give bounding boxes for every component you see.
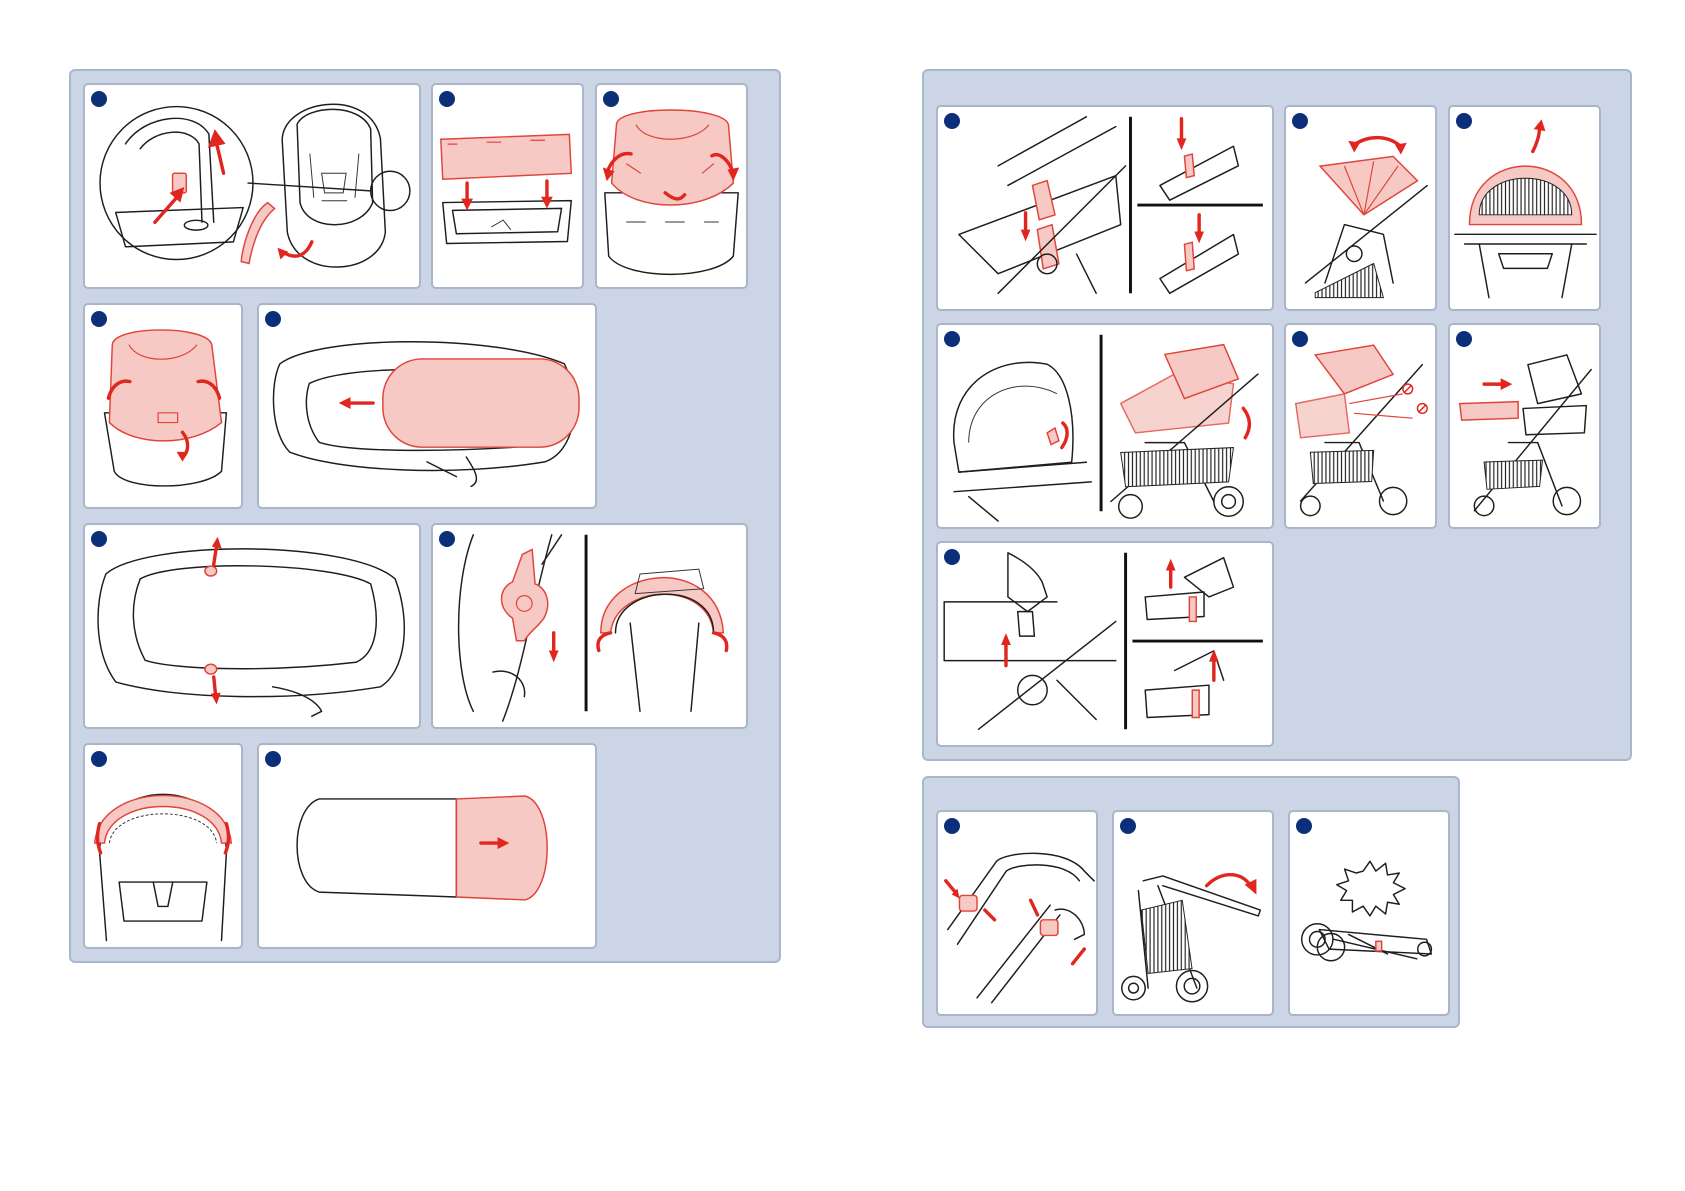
step-marker <box>1296 818 1312 834</box>
down-arrow-icon <box>1021 213 1031 241</box>
step-marker <box>439 91 455 107</box>
step-marker <box>944 549 960 565</box>
step-card-l2 <box>431 83 584 289</box>
mattress-slide-icon <box>259 305 595 507</box>
step-card-r1 <box>936 105 1274 311</box>
step-marker <box>1456 331 1472 347</box>
step-marker <box>91 751 107 767</box>
step-marker <box>944 818 960 834</box>
canopy-zip-icon <box>938 325 1272 527</box>
carrycot-mount-icon <box>1450 325 1599 527</box>
step-card-l7 <box>431 523 748 729</box>
canopy-open-icon <box>1450 107 1599 309</box>
step-marker <box>944 331 960 347</box>
hood-clip-icon <box>433 525 746 727</box>
hood-release-icon <box>598 569 727 711</box>
step-marker <box>1292 113 1308 129</box>
step-marker <box>1120 818 1136 834</box>
step-card-r9 <box>1112 810 1274 1016</box>
clip-arrow-icon <box>205 537 222 705</box>
step-card-r2 <box>1284 105 1437 311</box>
step-card-r7 <box>936 541 1274 747</box>
fold-button-icon <box>938 812 1096 1014</box>
seat-angle-icon <box>1286 325 1435 527</box>
step-marker <box>1456 113 1472 129</box>
step-marker <box>91 311 107 327</box>
step-card-l4 <box>83 303 243 509</box>
step-marker <box>603 91 619 107</box>
step-card-r3 <box>1448 105 1601 311</box>
step-card-r8 <box>936 810 1098 1016</box>
step-card-l6 <box>83 523 421 729</box>
step-card-r6 <box>1448 323 1601 529</box>
right-bottom-step-panel <box>922 776 1460 1028</box>
handle-rotate-icon <box>241 203 312 264</box>
stroller-fold-icon <box>1114 812 1272 1014</box>
step-card-r4 <box>936 323 1274 529</box>
left-arrow-icon <box>339 397 373 409</box>
step-card-l1 <box>83 83 421 289</box>
curved-arrow-icon <box>1207 875 1257 895</box>
canopy-rotate-icon <box>1286 107 1435 309</box>
step-marker <box>265 751 281 767</box>
carrycot-cover-icon <box>433 85 582 287</box>
step-card-l9 <box>257 743 597 949</box>
adapter-insert-icon <box>938 107 1272 309</box>
click-burst-icon <box>1337 861 1405 916</box>
hood-frame-icon <box>85 745 241 947</box>
right-arrow-icon <box>1484 378 1512 390</box>
right-top-step-panel <box>922 69 1632 761</box>
squeeze-arrow-icon <box>946 881 1084 964</box>
adapter-release-icon <box>938 543 1272 745</box>
step-card-r10 <box>1288 810 1450 1016</box>
carrycot-lining-icon <box>597 85 746 287</box>
step-marker <box>91 531 107 547</box>
apron-icon <box>259 745 595 947</box>
left-step-panel <box>69 69 781 963</box>
step-marker <box>439 531 455 547</box>
step-card-l5 <box>257 303 597 509</box>
car-seat-release-icon <box>85 85 419 287</box>
magnifier-detail-icon <box>100 107 253 260</box>
step-card-l8 <box>83 743 243 949</box>
not-allowed-icon <box>1349 384 1427 418</box>
seat-recline-icon <box>1111 345 1258 519</box>
carrycot-lining-icon <box>85 305 241 507</box>
step-card-l3 <box>595 83 748 289</box>
step-marker <box>265 311 281 327</box>
folded-stroller-icon <box>1290 812 1448 1014</box>
step-card-r5 <box>1284 323 1437 529</box>
carrycot-top-view-icon <box>85 525 419 727</box>
step-marker <box>91 91 107 107</box>
down-arrow-icon <box>461 181 553 210</box>
step-marker <box>944 113 960 129</box>
step-marker <box>1292 331 1308 347</box>
